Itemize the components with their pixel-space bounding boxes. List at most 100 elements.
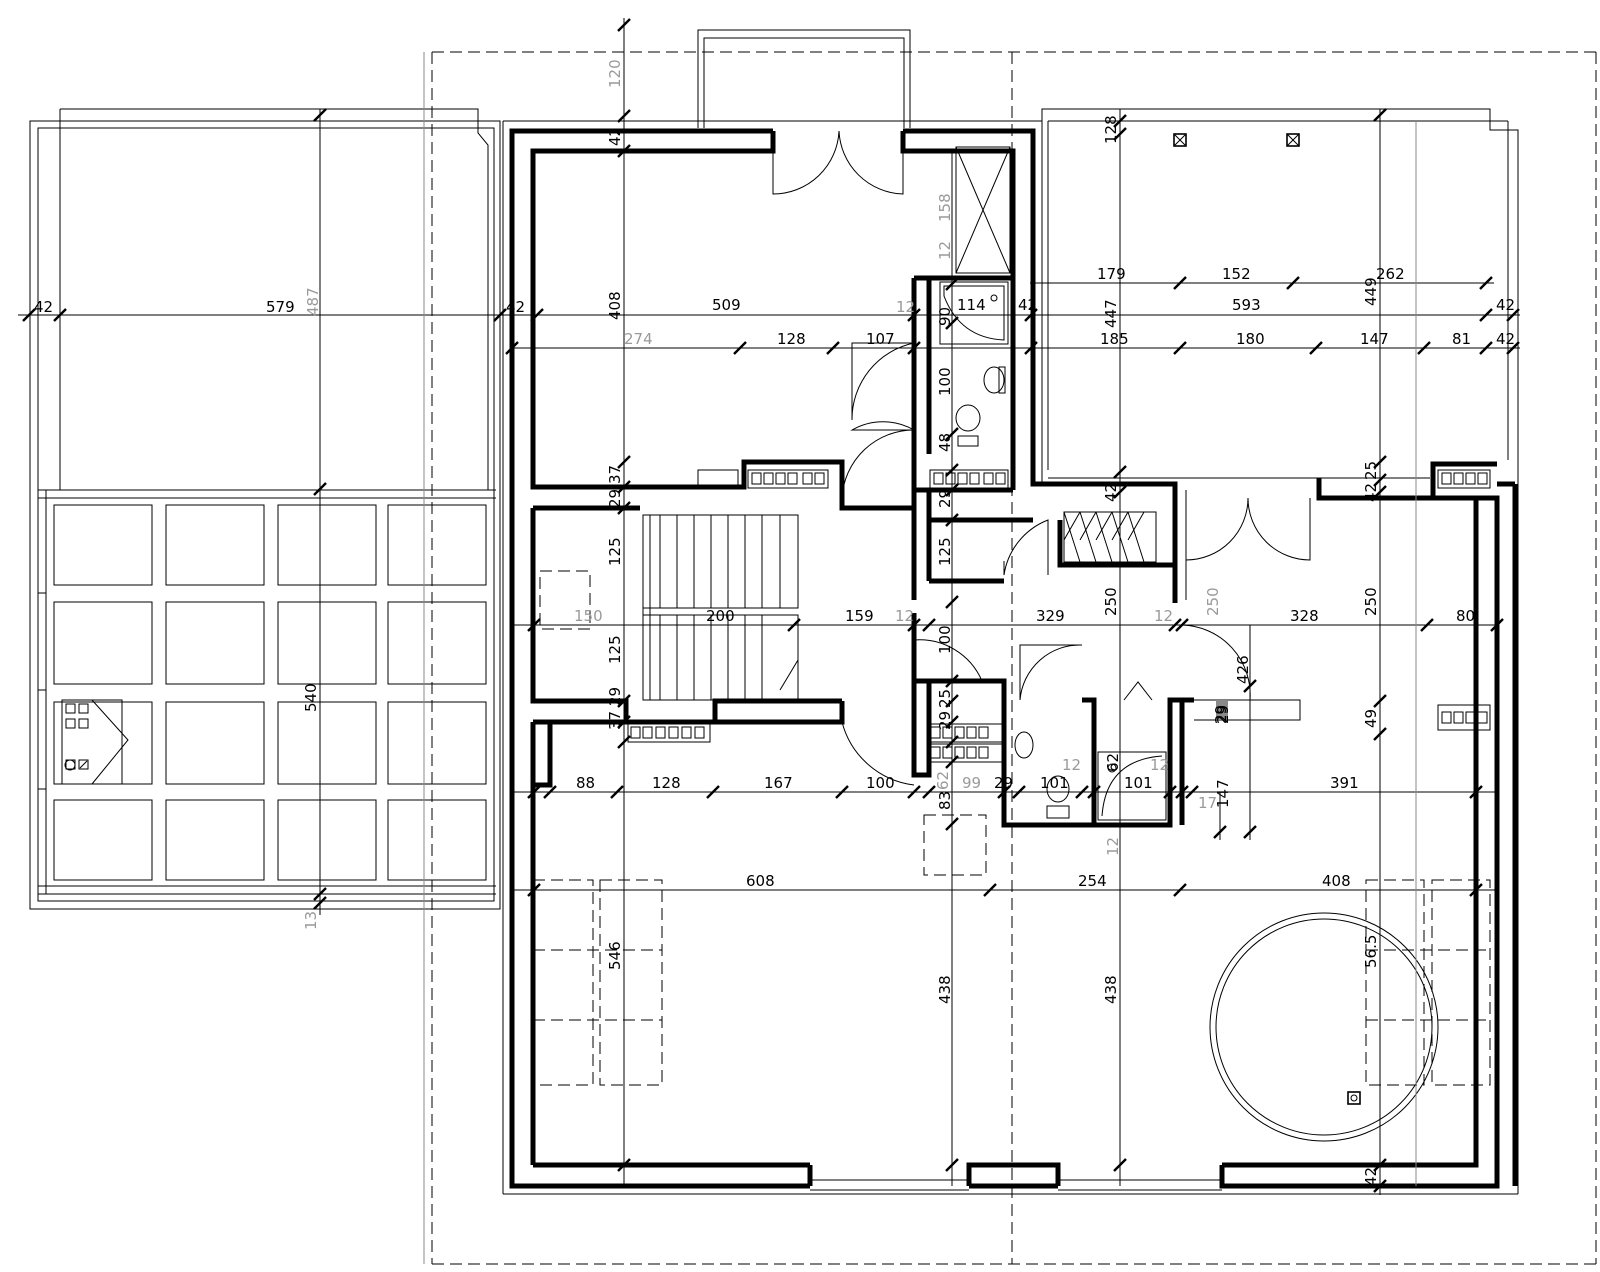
terrace-left: [29, 108, 501, 910]
ventilation-blocks: [627, 469, 1491, 763]
dimension-labels: 42 579 42 487 540 13 509 114 42 447 593 …: [34, 59, 1515, 1186]
dim-outer-left-1: 42: [34, 298, 53, 316]
dim-uppermid-1: 42: [1102, 483, 1120, 502]
dim-stairs-7: 250: [1102, 587, 1120, 616]
dim-bath-5: 83: [936, 791, 954, 810]
dim-vtop-8: 37: [606, 465, 624, 484]
dim-stairs-6: 329: [1036, 607, 1065, 625]
dim-row880-3: 408: [1322, 872, 1351, 890]
dim-outer-left-2: 579: [266, 298, 295, 316]
furniture-outlines: [532, 814, 1491, 1142]
dim-vtop-9: 29: [606, 489, 624, 508]
dim-top-1: 509: [712, 296, 741, 314]
dim-top-8: 90: [936, 307, 954, 326]
dim-stairs-12: 80: [1456, 607, 1475, 625]
dim-outer-left-5: 540: [302, 683, 320, 712]
dim-uppermid-3: 42: [1362, 483, 1380, 502]
dim-bath-11: 29: [1212, 705, 1230, 724]
dim-stairs-8: 12: [1154, 607, 1173, 625]
building-outline: [502, 120, 1519, 1195]
dim-vtop-4: 158: [936, 193, 954, 222]
dim-bath-2: 29: [936, 711, 954, 730]
dim-stairs-4: 12: [895, 607, 914, 625]
dim-vtop-6: 100: [936, 367, 954, 396]
roof-outline: [431, 51, 1597, 1265]
dim-vtop-1: 120: [606, 59, 624, 88]
dim-vbottom-4: 56.5: [1362, 935, 1380, 968]
dim-row880-2: 254: [1078, 872, 1107, 890]
dim-stairs-10: 328: [1290, 607, 1319, 625]
dim-outer-left-4: 487: [304, 287, 322, 316]
dim-bath-10: 426: [1234, 655, 1252, 684]
dim-topright-5: 128: [1102, 115, 1120, 144]
dim-stairs-3: 159: [845, 607, 874, 625]
dim-top-3: 42: [1018, 296, 1037, 314]
dim-outer-left-3: 42: [506, 298, 525, 316]
staircase: [539, 469, 1157, 701]
dim-row787-7: 29: [994, 774, 1013, 792]
dim-bath-4: 29: [606, 687, 624, 706]
dim-topright-3: 262: [1376, 265, 1405, 283]
window-sills: [810, 1179, 1222, 1191]
dim-uppermid-5: 49: [1362, 709, 1380, 728]
dim-top-6: 42: [1496, 296, 1515, 314]
dim-bath-1: 25: [936, 689, 954, 708]
dimension-ticks: [22, 18, 1520, 1193]
dim-top-5: 593: [1232, 296, 1261, 314]
barbecue-icon: [61, 699, 129, 785]
dim-row341-3: 107: [866, 330, 895, 348]
dim-vtop-3: 408: [606, 291, 624, 320]
dim-row880-1: 608: [746, 872, 775, 890]
dim-vbottom-2: 438: [936, 975, 954, 1004]
dim-outer-left-6: 13: [302, 911, 320, 930]
dim-vtop-7: 48: [936, 433, 954, 452]
doors: [772, 130, 1311, 786]
dim-topright-2: 152: [1222, 265, 1251, 283]
dim-bath-3: 37: [606, 711, 624, 730]
dim-row787-3: 167: [764, 774, 793, 792]
dim-bath-8: 12: [1150, 756, 1169, 774]
dim-row787-1: 88: [576, 774, 595, 792]
dim-row787-9: 101: [1124, 774, 1153, 792]
dim-vtop-2: 42: [606, 127, 624, 146]
balcony-top: [697, 29, 911, 128]
dim-vtop-5: 12: [936, 241, 954, 260]
dim-uppermid-2: 25: [1362, 461, 1380, 480]
dim-top-7: 12: [896, 298, 915, 316]
dim-row787-5: 62: [934, 771, 952, 790]
dim-row787-8: 101: [1040, 774, 1069, 792]
dim-vbottom-1: 546: [606, 941, 624, 970]
dim-row787-12: 391: [1330, 774, 1359, 792]
dim-row341-1: 274: [624, 330, 653, 348]
dim-row341-7: 81: [1452, 330, 1471, 348]
dim-stairs-1: 150: [574, 607, 603, 625]
dim-stairvert-1: 125: [606, 537, 624, 566]
dim-topright-1: 179: [1097, 265, 1126, 283]
bathroom-fixtures: [939, 146, 1167, 821]
dim-stairs-11: 250: [1362, 587, 1380, 616]
drain-icon: [1286, 133, 1300, 147]
dim-stairs-5: 100: [936, 625, 954, 654]
dim-stairs-2: 200: [706, 607, 735, 625]
dim-uppermid-4: 29: [1214, 705, 1232, 724]
dim-top-2: 114: [957, 296, 986, 314]
dim-stairs-9: 250: [1204, 587, 1222, 616]
dim-row341-8: 42: [1496, 330, 1515, 348]
dim-vbottom-5: 42: [1362, 1167, 1380, 1186]
dim-row341-4: 185: [1100, 330, 1129, 348]
dim-row341-2: 128: [777, 330, 806, 348]
dim-row787-2: 128: [652, 774, 681, 792]
terrace-right: [1041, 108, 1519, 482]
dim-row787-6: 99: [962, 774, 981, 792]
dim-vtop-10: 29: [936, 489, 954, 508]
dim-row341-5: 180: [1236, 330, 1265, 348]
dim-row341-6: 147: [1360, 330, 1389, 348]
dim-bath-7: 12: [1062, 756, 1081, 774]
dim-bath-9: 12: [1104, 837, 1122, 856]
dim-row787-11: 17: [1198, 794, 1217, 812]
dim-topright-4: 449: [1362, 277, 1380, 306]
dim-stairvert-3: 125: [936, 537, 954, 566]
dim-vbottom-3: 438: [1102, 975, 1120, 1004]
dim-bath-6: 62: [1104, 753, 1122, 772]
